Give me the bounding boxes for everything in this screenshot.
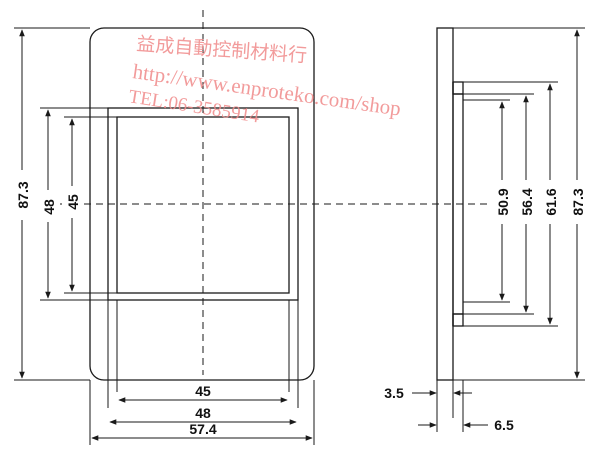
- front-view: [60, 10, 500, 408]
- dim-side-c: 61.6: [543, 188, 559, 215]
- side-clip-top: [452, 81, 464, 95]
- dim-depth-front: 3.5: [384, 385, 404, 401]
- dim-width-frame: 48: [195, 405, 211, 421]
- front-bottom-dims: 45 48 57.4: [89, 380, 315, 445]
- watermark: 益成自動控制材料行 http://www.enproteko.com/shop …: [127, 33, 402, 128]
- dim-height-frame: 48: [41, 199, 57, 215]
- dim-width-window: 45: [195, 383, 211, 399]
- side-bottom-dims: 3.5 6.5: [384, 380, 514, 433]
- dim-depth-body: 6.5: [494, 417, 514, 433]
- dim-height-outer: 87.3: [15, 181, 31, 208]
- dim-side-b: 56.4: [519, 188, 535, 215]
- dim-side-a: 50.9: [495, 188, 511, 215]
- front-left-dims: 87.3 48 45: [11, 27, 117, 381]
- side-right-dims: 50.9 56.4 61.6 87.3: [453, 27, 589, 381]
- dim-height-window: 45: [65, 194, 81, 210]
- dim-side-total: 87.3: [570, 188, 586, 215]
- dim-width-outer: 57.4: [189, 421, 216, 437]
- watermark-company: 益成自動控制材料行: [136, 33, 308, 67]
- side-clip-bottom: [452, 313, 464, 327]
- side-view: [436, 27, 464, 381]
